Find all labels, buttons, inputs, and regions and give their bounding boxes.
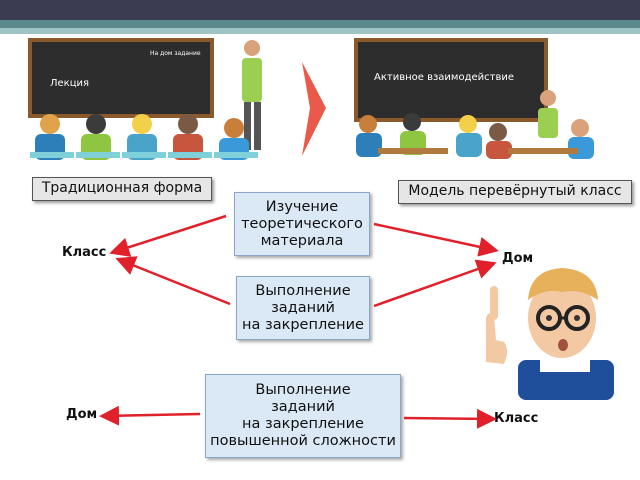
slide-top-stripe: [0, 20, 640, 28]
box-study-theory: Изучение теоретического материала: [234, 192, 370, 256]
word-class-left: Класс: [62, 245, 107, 260]
arrow-tasks-to-class: [115, 256, 231, 306]
word-home-right: Дом: [502, 251, 534, 266]
box-advanced-line-2: заданий: [271, 399, 335, 415]
slide-top-bar: [0, 0, 640, 20]
arrow-study-to-home: [373, 222, 499, 257]
box-study-line-3: материала: [260, 232, 344, 249]
box-advanced-line-1: Выполнение: [255, 382, 351, 398]
arrow-advanced-to-home: [99, 405, 201, 426]
box-practice-tasks: Выполнение заданий на закрепление: [236, 276, 370, 340]
flipped-classroom-illustration: Активное взаимодействие: [348, 36, 598, 171]
arrow-advanced-to-class: [403, 408, 497, 429]
board-note-homework: На дом задание: [150, 50, 201, 57]
chalkboard-active: Активное взаимодействие: [354, 38, 548, 122]
traditional-classroom-illustration: Лекция На дом задание: [20, 36, 270, 171]
box-advanced-line-4: повышенной сложности: [210, 433, 396, 449]
board-title-lecture: Лекция: [50, 78, 90, 89]
word-class-bottom: Класс: [494, 411, 539, 426]
box-advanced-tasks: Выполнение заданий на закрепление повыше…: [205, 374, 401, 458]
board-title-active: Активное взаимодействие: [374, 72, 515, 83]
box-tasks-line-1: Выполнение: [255, 282, 351, 299]
chalkboard-lecture: Лекция На дом задание: [28, 38, 214, 118]
box-tasks-line-3: на закрепление: [242, 316, 364, 333]
arrow-tasks-to-home: [373, 259, 497, 308]
classroom-people-right: [356, 90, 594, 159]
box-study-line-2: теоретического: [241, 215, 363, 232]
word-home-bottom: Дом: [66, 407, 98, 422]
traditional-form-label: Традиционная форма: [32, 177, 212, 201]
box-study-line-1: Изучение: [265, 198, 339, 215]
box-tasks-line-2: заданий: [271, 299, 335, 316]
classroom-people-left: [30, 40, 262, 160]
box-advanced-line-3: на закрепление: [242, 416, 364, 432]
slide-top-stripe-light: [0, 28, 640, 34]
flipped-model-label: Модель перевёрнутый класс: [398, 180, 632, 204]
arrow-study-to-class: [109, 214, 227, 257]
